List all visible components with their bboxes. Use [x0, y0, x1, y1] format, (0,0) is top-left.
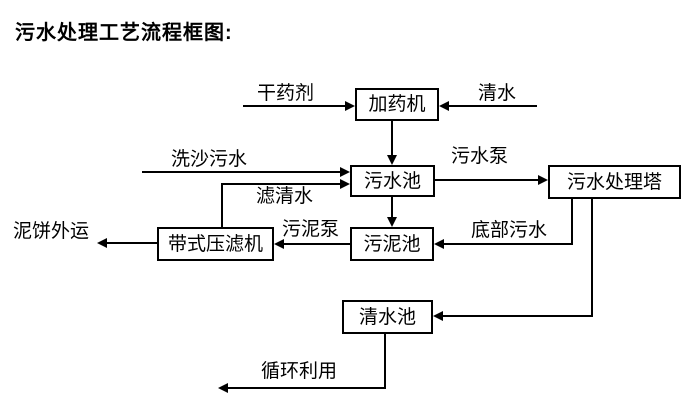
edge-label-mud-cake-out: 泥饼外运	[13, 221, 90, 242]
edge-mud-cake-line	[107, 242, 157, 244]
edge-filtered-water-arrowhead-icon	[340, 179, 350, 189]
edge-label-sludge-pump: 污泥泵	[282, 219, 340, 240]
flow-node-sludge-pool: 污泥池	[350, 227, 434, 261]
edge-label-sand-washing-sewage: 洗沙污水	[171, 149, 248, 170]
edge-dry-agent-arrowhead-icon	[345, 101, 355, 111]
edge-label-dry-agent: 干药剂	[257, 83, 315, 104]
edge-sewage-to-sludge-line	[391, 197, 393, 218]
edge-recycling-line	[228, 387, 386, 389]
edge-tower-to-clean-arrowhead-icon	[433, 311, 443, 321]
flow-node-belt-filter-press: 带式压滤机	[157, 227, 274, 261]
page-title: 污水处理工艺流程框图:	[15, 22, 233, 44]
edge-sand-washing-arrowhead-icon	[340, 167, 350, 177]
edge-label-filtered-water: 滤清水	[256, 186, 314, 207]
flow-node-clean-water-pool: 清水池	[342, 300, 433, 334]
edge-bottom-sewage-riser-line	[571, 199, 573, 245]
edge-recycling-riser-line	[384, 334, 386, 389]
edge-label-clean-water: 清水	[478, 83, 517, 104]
edge-label-recycling: 循环利用	[261, 361, 338, 382]
edge-tower-to-clean-riser-line	[591, 199, 593, 317]
edge-filtered-water-line	[221, 183, 340, 185]
edge-sewage-to-sludge-arrowhead-icon	[387, 217, 397, 227]
edge-sludge-pump-line	[283, 243, 350, 245]
edge-sewage-pump-arrowhead-icon	[538, 175, 548, 185]
edge-bottom-sewage-arrowhead-icon	[434, 239, 444, 249]
edge-mud-cake-arrowhead-icon	[97, 238, 107, 248]
edge-clean-water-line	[448, 105, 537, 107]
edge-label-sewage-pump: 污水泵	[451, 146, 509, 167]
edge-tower-to-clean-line	[442, 315, 593, 317]
edge-recycling-arrowhead-icon	[218, 383, 228, 393]
edge-sewage-pump-line	[435, 179, 538, 181]
edge-dry-agent-line	[243, 105, 345, 107]
edge-sand-washing-line	[142, 171, 340, 173]
edge-clean-water-arrowhead-icon	[439, 101, 449, 111]
edge-label-bottom-sewage: 底部污水	[471, 220, 548, 241]
edge-sludge-pump-arrowhead-icon	[274, 239, 284, 249]
edge-dosing-to-sewage-line	[391, 121, 393, 156]
edge-filtered-water-riser-line	[221, 183, 223, 227]
edge-dosing-to-sewage-arrowhead-icon	[387, 155, 397, 165]
edge-bottom-sewage-line	[443, 243, 573, 245]
flow-node-treatment-tower: 污水处理塔	[548, 165, 681, 199]
flow-node-dosing-machine: 加药机	[355, 88, 439, 121]
flow-node-sewage-pool: 污水池	[350, 165, 435, 197]
